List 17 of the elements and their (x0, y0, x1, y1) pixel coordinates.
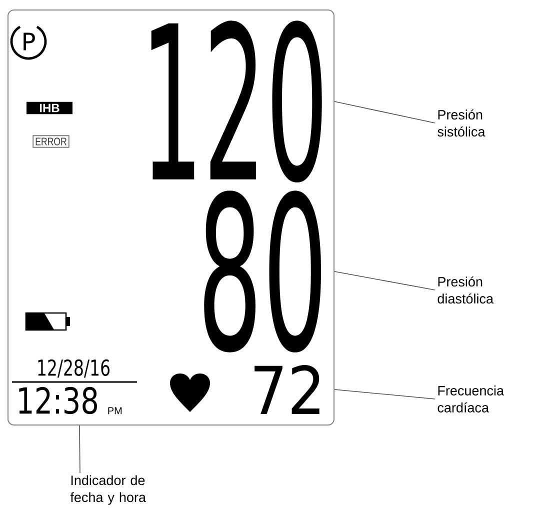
leader-line (334, 101, 436, 124)
display-frame (8, 10, 334, 426)
callout-label: Indicador de fecha y hora (70, 475, 146, 505)
date-readout: 12/28/16 (38, 359, 110, 378)
status-badge: ERROR (32, 135, 70, 148)
callout-label: Presión sistólica (438, 109, 486, 137)
time-readout: 12:38 PM (19, 386, 122, 414)
leader-line (334, 271, 436, 290)
callout-label: Presión diastólica (438, 276, 494, 304)
leader-line (79, 425, 80, 474)
leader-line (334, 389, 436, 400)
digit-readout: 120 (151, 20, 322, 182)
program-indicator: P (10, 26, 47, 60)
digit-readout: 80 (204, 190, 321, 352)
callout-label: Frecuencia cardíaca (438, 386, 504, 412)
digit-readout: 72 (254, 365, 320, 414)
status-badge: IHB (26, 102, 72, 114)
